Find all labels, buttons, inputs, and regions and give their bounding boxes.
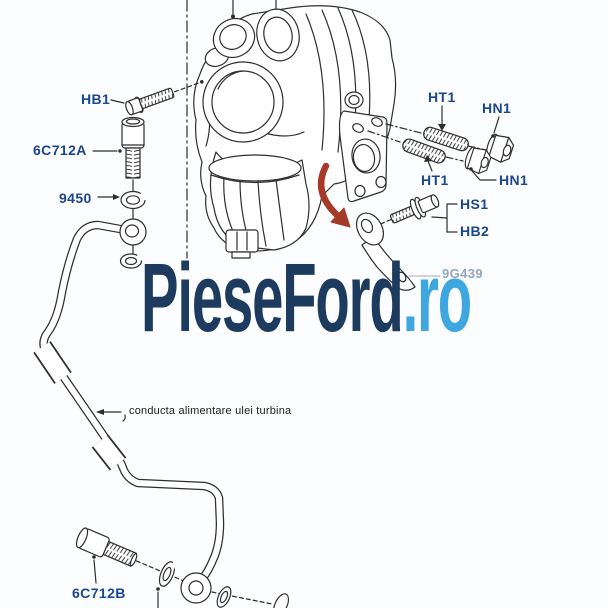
watermark-tld: .ro: [402, 243, 473, 352]
banjo-bolt-6c712a-drawing: [121, 116, 145, 257]
part-label-6c712b: 6C712B: [72, 585, 126, 601]
part-label-hb1: HB1: [81, 91, 111, 107]
washer-9450-drawing: [120, 190, 149, 210]
turbocharger-drawing: [193, 5, 397, 259]
part-label-hs1: HS1: [460, 196, 489, 212]
red-direction-arrow: [317, 162, 351, 228]
bracket-9g439-drawing: [355, 212, 416, 291]
watermark-brand: PieseFord: [141, 243, 404, 352]
part-label-6c712a: 6C712A: [33, 142, 87, 158]
part-label-hn1-top: HN1: [482, 100, 512, 116]
part-label-hb2: HB2: [460, 223, 490, 239]
part-label-ht1-bottom: HT1: [421, 172, 449, 188]
nuts-hn1-drawing: [464, 133, 515, 175]
watermark: PieseFord.ro: [141, 249, 472, 346]
banjo-bolt-6c712b-drawing: [75, 527, 290, 608]
part-label-ht1-top: HT1: [428, 89, 456, 105]
oil-feed-pipe-drawing: [33, 218, 225, 585]
pipe-annotation: conducta alimentare ulei turbina: [129, 405, 292, 417]
part-label-hn1-bottom: HN1: [499, 172, 529, 188]
part-label-9g439: 9G439: [442, 266, 484, 281]
top-leader-lines: [231, 0, 277, 19]
leader-lines: [92, 99, 500, 584]
bolt-hb1-drawing: [125, 80, 204, 116]
part-label-9450: 9450: [59, 190, 92, 206]
